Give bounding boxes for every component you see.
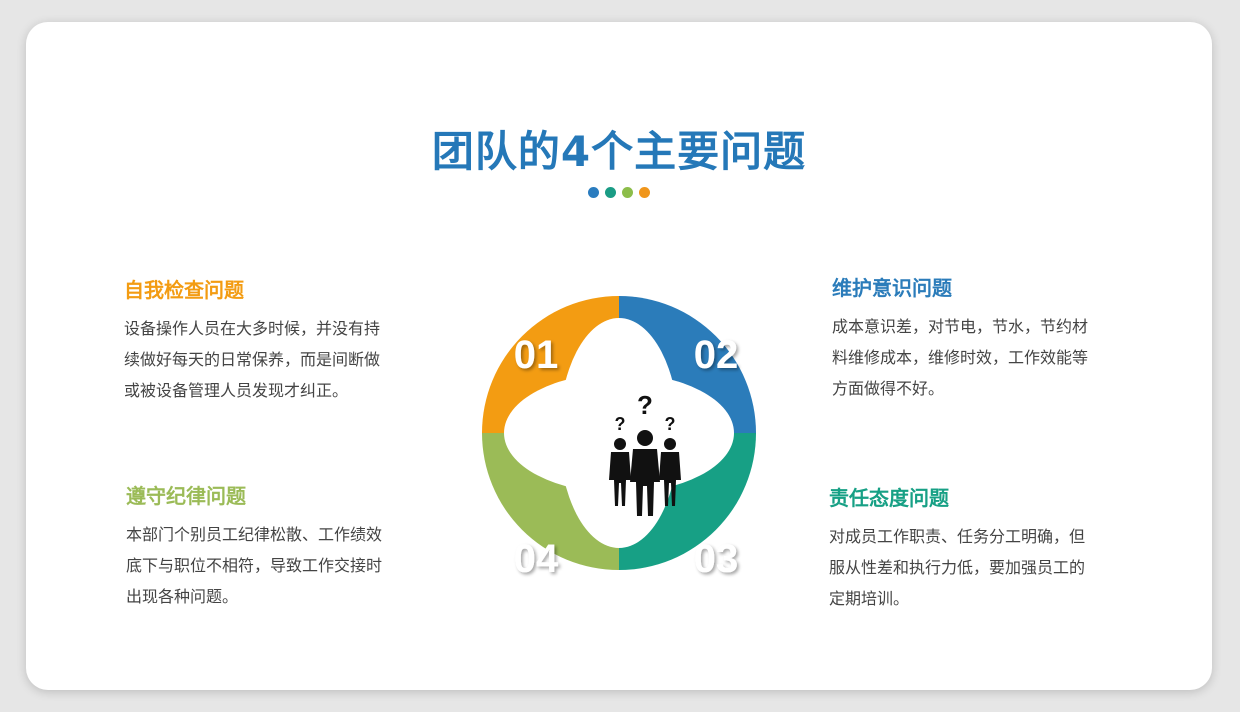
petal-01-label: 01 xyxy=(514,333,559,377)
petal-02-label: 02 xyxy=(694,333,739,377)
petal-04-label: 04 xyxy=(514,537,559,581)
dot-orange xyxy=(639,187,650,198)
block-maintenance: 维护意识问题 成本意识差，对节电，节水，节约材 料维修成本，维修时效，工作效能等… xyxy=(832,272,1132,404)
people-question-icon: ? ? ? xyxy=(609,390,681,516)
block-text-discipline: 本部门个别员工纪律松散、工作绩效 底下与职位不相符，导致工作交接时 出现各种问题… xyxy=(126,519,426,612)
text-line: 对成员工作职责、任务分工明确，但 xyxy=(829,527,1086,546)
block-responsibility: 责任态度问题 对成员工作职责、任务分工明确，但 服从性差和执行力低，要加强员工的… xyxy=(829,482,1129,614)
text-line: 方面做得不好。 xyxy=(832,379,945,398)
dot-teal xyxy=(605,187,616,198)
petal-03-label: 03 xyxy=(694,537,739,581)
block-heading-responsibility: 责任态度问题 xyxy=(829,486,949,510)
page-title: 团队的4个主要问题 xyxy=(431,127,807,176)
block-heading-self-check: 自我检查问题 xyxy=(124,278,244,302)
question-mark-icon: ? xyxy=(665,414,676,434)
slide: 团队的4个主要问题 自我检查问题 设备操作人员在大多时候，并没有持 续做好每天的… xyxy=(26,22,1212,690)
dot-blue xyxy=(588,187,599,198)
text-line: 底下与职位不相符，导致工作交接时 xyxy=(126,556,383,575)
block-self-check: 自我检查问题 设备操作人员在大多时候，并没有持 续做好每天的日常保养，而是间断做… xyxy=(124,274,424,406)
block-text-self-check: 设备操作人员在大多时候，并没有持 续做好每天的日常保养，而是间断做 或被设备管理… xyxy=(124,313,424,406)
title-dots xyxy=(26,187,1212,198)
block-text-responsibility: 对成员工作职责、任务分工明确，但 服从性差和执行力低，要加强员工的 定期培训。 xyxy=(829,521,1129,614)
text-line: 服从性差和执行力低，要加强员工的 xyxy=(829,558,1086,577)
text-line: 定期培训。 xyxy=(829,589,910,608)
block-discipline: 遵守纪律问题 本部门个别员工纪律松散、工作绩效 底下与职位不相符，导致工作交接时… xyxy=(126,480,426,612)
block-text-maintenance: 成本意识差，对节电，节水，节约材 料维修成本，维修时效，工作效能等 方面做得不好… xyxy=(832,311,1132,404)
text-line: 本部门个别员工纪律松散、工作绩效 xyxy=(126,525,383,544)
text-line: 或被设备管理人员发现才纠正。 xyxy=(124,381,349,400)
text-line: 料维修成本，维修时效，工作效能等 xyxy=(832,348,1089,367)
block-heading-maintenance: 维护意识问题 xyxy=(832,276,952,300)
petal-diagram: 01 02 03 04 ? ? ? xyxy=(482,296,756,581)
text-line: 出现各种问题。 xyxy=(126,587,239,606)
block-heading-discipline: 遵守纪律问题 xyxy=(126,484,246,508)
question-mark-icon: ? xyxy=(615,414,626,434)
text-line: 成本意识差，对节电，节水，节约材 xyxy=(832,317,1089,336)
question-mark-icon: ? xyxy=(637,390,653,420)
text-line: 设备操作人员在大多时候，并没有持 xyxy=(124,319,381,338)
dot-green xyxy=(622,187,633,198)
text-line: 续做好每天的日常保养，而是间断做 xyxy=(124,350,381,369)
